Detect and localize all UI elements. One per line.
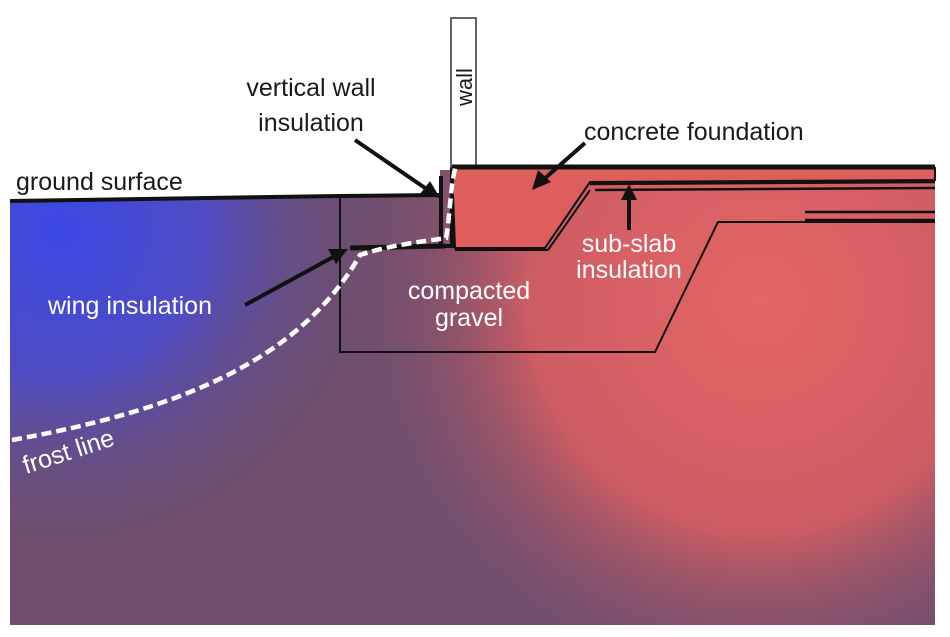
label-wing-insulation: wing insulation bbox=[47, 292, 212, 320]
leader-arrows bbox=[244, 138, 637, 307]
arrow-sub-slab-insulation bbox=[621, 184, 637, 230]
label-concrete-foundation: concrete foundation bbox=[584, 118, 804, 146]
label-ground-surface: ground surface bbox=[16, 168, 183, 196]
label-compacted-gravel-1: compacted bbox=[408, 277, 530, 305]
label-vertical-wall-insulation-1: vertical wall bbox=[246, 74, 375, 102]
arrow-vertical-wall-insulation bbox=[353, 138, 440, 198]
label-sub-slab-insulation-1: sub-slab bbox=[582, 230, 677, 258]
label-wall: wall bbox=[452, 68, 477, 107]
ground-surface bbox=[9, 193, 441, 203]
soil bbox=[10, 168, 935, 625]
frost-line bbox=[11, 157, 461, 443]
arrow-concrete-foundation bbox=[532, 141, 587, 190]
wing-insulation bbox=[349, 243, 446, 251]
compacted-gravel bbox=[339, 196, 935, 353]
label-vertical-wall-insulation-2: insulation bbox=[258, 109, 364, 137]
sub-slab-insulation bbox=[589, 180, 936, 222]
label-compacted-gravel-2: gravel bbox=[435, 304, 503, 332]
wall bbox=[450, 17, 477, 169]
label-sub-slab-insulation-2: insulation bbox=[576, 256, 682, 284]
arrow-wing-insulation bbox=[244, 249, 348, 307]
